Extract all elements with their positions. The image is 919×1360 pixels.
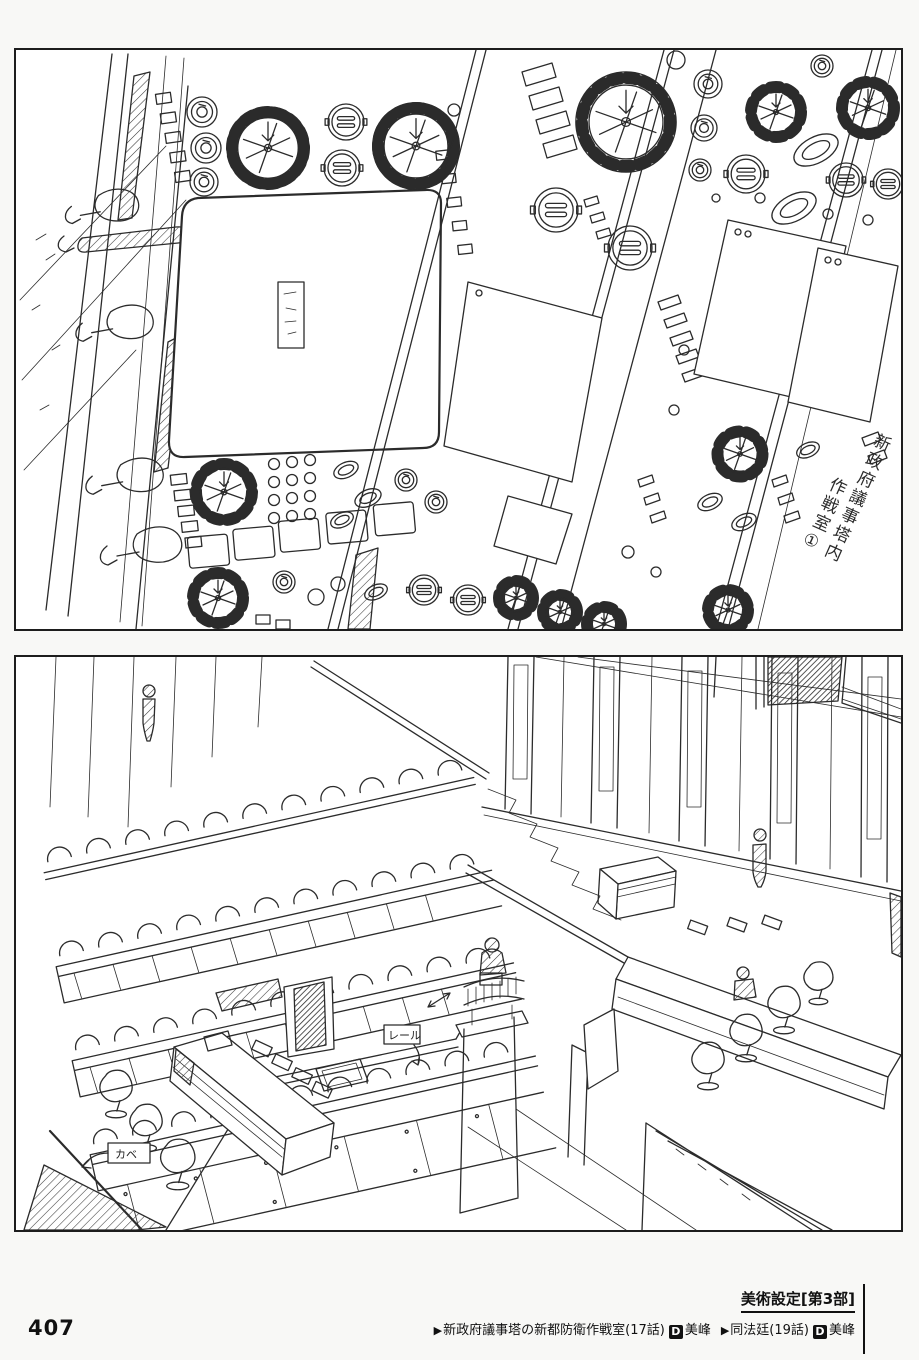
section-title: 美術設定[第3部] xyxy=(740,1288,855,1313)
left-console xyxy=(99,1030,335,1191)
console-strip-d xyxy=(787,54,901,465)
reclining-figure xyxy=(57,225,201,253)
main-screen xyxy=(167,188,443,459)
designer-badge-icon-2: D xyxy=(812,1325,827,1339)
statue xyxy=(479,937,507,986)
operations-room-drawing: レール xyxy=(23,657,901,1230)
button-bank-lower xyxy=(169,453,486,629)
panel-console-drawing: 新政府議事塔内 作戦室① xyxy=(14,48,903,631)
podium xyxy=(455,937,529,1214)
upper-doorway xyxy=(713,657,901,724)
designer-badge-icon: D xyxy=(668,1325,683,1339)
floor-hatch xyxy=(315,1058,369,1092)
rail-label: レール xyxy=(388,1029,421,1042)
caption-credit-1: 美峰 xyxy=(684,1323,711,1338)
wall-label: カベ xyxy=(115,1148,137,1161)
ledge-box xyxy=(597,856,677,920)
caption-marker-1: ▶ xyxy=(433,1324,443,1337)
back-left-wall xyxy=(49,657,263,828)
panel-operations-room-drawing: レール xyxy=(14,655,903,1232)
round-button-grid xyxy=(267,453,317,525)
caption-marker-2: ▶ xyxy=(720,1324,730,1337)
rail-annotation: レール xyxy=(383,992,451,1066)
caption-text-1: 新政府議事塔の新都防衛作戦室(17話) xyxy=(443,1323,665,1338)
standing-figure-right xyxy=(752,828,767,888)
pit-edges xyxy=(165,864,697,1230)
console-room-drawing xyxy=(19,50,901,629)
square-button-row xyxy=(186,501,417,569)
wall-annotation: カベ xyxy=(23,1129,167,1230)
standing-figure-left xyxy=(142,684,156,742)
footer-divider xyxy=(863,1284,865,1354)
caption-credit-2: 美峰 xyxy=(828,1323,855,1338)
staircase xyxy=(310,660,622,921)
seated-figure xyxy=(733,966,757,1001)
right-console xyxy=(583,914,901,1110)
window-wall xyxy=(481,657,901,958)
screen-note xyxy=(277,281,305,349)
caption-text-2: 同法廷(19話) xyxy=(730,1323,809,1338)
console-strip-b xyxy=(443,50,723,629)
pit-door xyxy=(215,976,335,1058)
page-number: 407 xyxy=(28,1316,75,1340)
